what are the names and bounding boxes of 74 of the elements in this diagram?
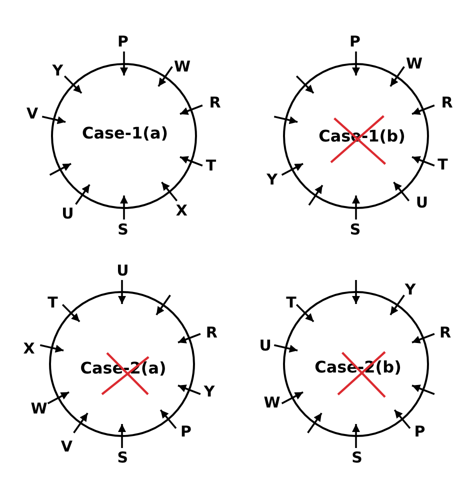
arrow (281, 391, 304, 404)
letter-label: R (209, 96, 221, 110)
letter-label: X (23, 342, 35, 356)
arrow (412, 384, 435, 395)
letter-label: P (118, 34, 128, 50)
letter-label: T (438, 158, 448, 172)
letter-label: W (264, 396, 280, 411)
letter-label: Y (204, 384, 215, 400)
arrow (62, 304, 80, 322)
arrow (308, 184, 324, 206)
arrow (178, 333, 201, 344)
arrow (390, 66, 405, 87)
letter-label: X (176, 203, 188, 218)
letter-label: R (441, 95, 453, 110)
letter-label: U (416, 196, 428, 211)
arrow (64, 75, 82, 94)
arrow (412, 156, 435, 166)
arrow (393, 182, 410, 202)
letter-label: W (406, 56, 423, 72)
letter-label: S (350, 222, 361, 238)
arrow (42, 116, 66, 124)
arrow (390, 294, 405, 316)
arrow (49, 162, 72, 176)
arrow (160, 409, 177, 429)
arrow (296, 304, 314, 322)
arrow (158, 66, 173, 87)
arrow (47, 391, 70, 404)
arrow (161, 182, 178, 202)
letter-label: T (206, 158, 216, 174)
arrow (120, 52, 128, 76)
letter-label: S (117, 450, 128, 466)
letter-label: Y (266, 172, 278, 188)
letter-label: W (174, 59, 191, 74)
arrow (281, 162, 304, 176)
arrow (352, 196, 360, 220)
letter-label: V (26, 106, 38, 122)
arrow (180, 104, 203, 115)
letter-label: T (48, 296, 58, 311)
letter-label: S (352, 450, 362, 466)
arrow (75, 184, 90, 205)
arrow (40, 344, 64, 353)
letter-label: R (206, 325, 218, 340)
letter-label: P (414, 424, 426, 440)
arrow (180, 156, 203, 166)
letter-label: S (118, 222, 128, 238)
arrow (118, 424, 126, 448)
arrow (120, 196, 128, 220)
arrow (352, 424, 360, 448)
arrow (156, 294, 171, 316)
arrow (352, 52, 360, 76)
case-label: Case-1(a) (82, 124, 168, 141)
arrow (307, 412, 322, 434)
arrow (178, 384, 201, 395)
letter-label: Y (404, 282, 416, 298)
letter-label: U (259, 338, 272, 354)
circle (49, 291, 195, 437)
arrow (412, 104, 435, 115)
letter-label: W (30, 402, 48, 416)
arrow (73, 412, 88, 434)
letter-label: Y (52, 64, 64, 78)
arrow (118, 280, 126, 304)
letter-label: U (62, 206, 74, 222)
arrow (274, 344, 298, 353)
arrow (412, 333, 435, 344)
arrow (352, 280, 360, 304)
letter-label: U (116, 263, 129, 278)
arrow (274, 116, 298, 124)
letter-label: P (350, 34, 360, 50)
letter-label: R (440, 325, 452, 340)
letter-label: P (180, 424, 192, 440)
arrow (296, 75, 314, 94)
letter-label: T (286, 296, 296, 311)
arrow (394, 409, 411, 429)
letter-label: V (60, 439, 72, 454)
